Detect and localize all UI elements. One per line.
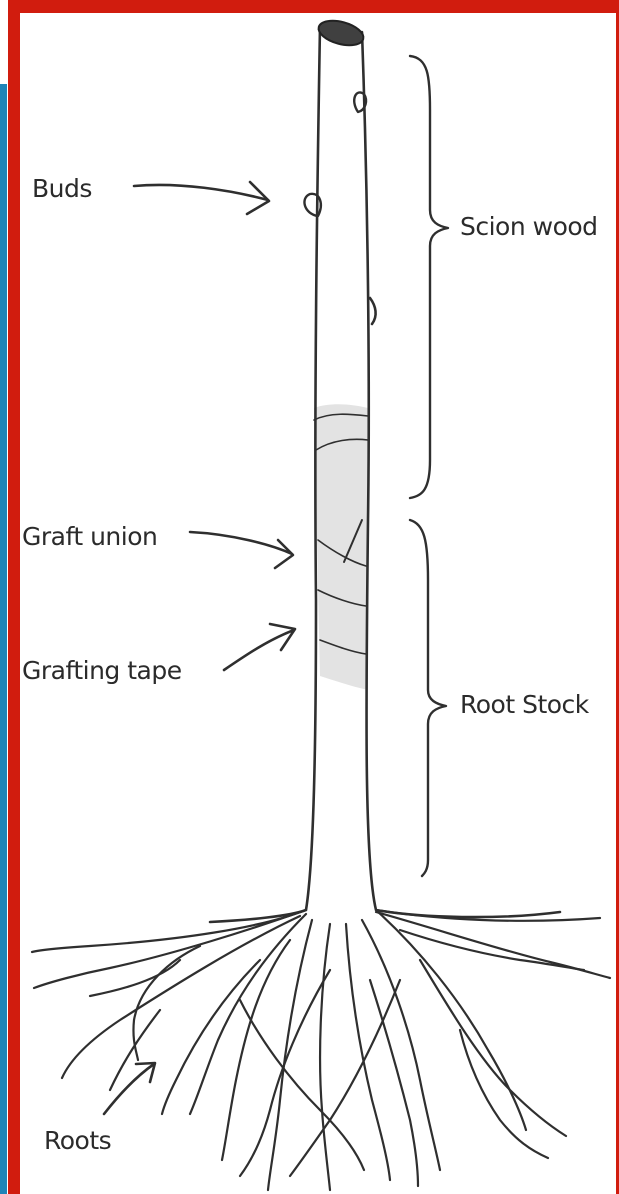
label-root-stock: Root Stock: [460, 690, 589, 720]
scion-wood-bracket: [410, 56, 448, 498]
label-graft-union: Graft union: [22, 522, 157, 552]
frame-left-bar: [8, 0, 20, 1194]
frame-top-bar: [8, 0, 619, 13]
grafting-tape-arrow: [224, 624, 295, 670]
cut-top: [316, 16, 366, 49]
trunk: [210, 26, 560, 922]
arrows: [104, 182, 295, 1114]
label-scion-wood: Scion wood: [460, 212, 598, 242]
bud: [370, 298, 376, 324]
graft-union-arrow: [190, 532, 293, 568]
root-stock-bracket: [410, 520, 446, 876]
label-roots: Roots: [44, 1126, 111, 1156]
label-grafting-tape: Grafting tape: [22, 656, 182, 686]
root-system: [32, 910, 610, 1190]
left-color-strip: [0, 84, 7, 1194]
label-buds: Buds: [32, 174, 92, 204]
buds-arrow: [134, 182, 269, 214]
